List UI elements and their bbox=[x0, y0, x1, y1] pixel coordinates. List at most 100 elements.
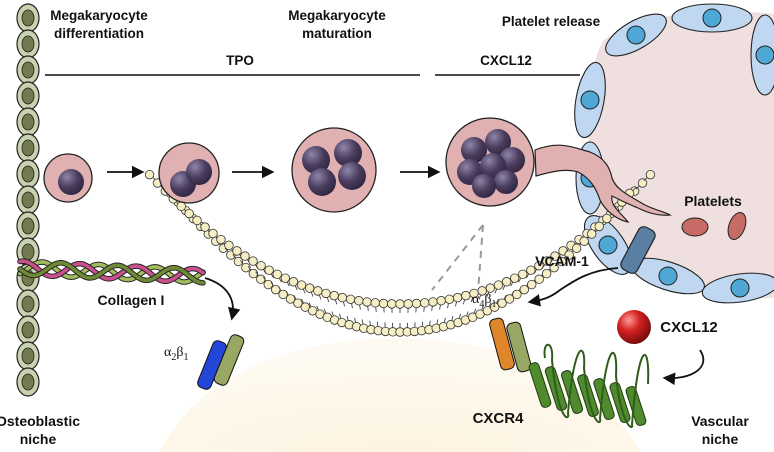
integrin-alpha4-beta1 bbox=[489, 317, 532, 373]
lipid-head bbox=[241, 262, 251, 273]
osteoblast-cell bbox=[16, 133, 40, 163]
lipid-head bbox=[345, 294, 356, 304]
lipid-head bbox=[637, 178, 648, 188]
lipid-head bbox=[420, 298, 430, 308]
lipid-head bbox=[526, 265, 536, 275]
lipid-head bbox=[564, 250, 574, 260]
lipid-head bbox=[329, 290, 339, 301]
megakaryocyte-stage-1 bbox=[43, 153, 93, 203]
lipid-head bbox=[587, 229, 597, 239]
collagen-arrow bbox=[204, 277, 241, 321]
cxcl12-arrow bbox=[662, 349, 705, 386]
lipid-head bbox=[200, 222, 210, 232]
osteoblast-nucleus bbox=[21, 61, 35, 79]
lipid-head bbox=[594, 221, 604, 232]
zoom-lines bbox=[431, 224, 484, 293]
osteoblast-column bbox=[16, 3, 40, 397]
stage-differentiation-line1: Megakaryocyte bbox=[50, 8, 148, 23]
lipid-head bbox=[509, 273, 520, 283]
osteoblast-cell bbox=[16, 185, 40, 215]
integrin-a2b1-label: α2β1 bbox=[164, 345, 188, 363]
lipid-head bbox=[313, 286, 323, 296]
osteoblast-nucleus bbox=[21, 217, 35, 235]
endothelial-nucleus bbox=[730, 278, 750, 298]
proplatelet-extension bbox=[534, 144, 672, 223]
megakaryocyte-stage-2 bbox=[158, 142, 220, 204]
lipid-head bbox=[337, 292, 348, 303]
osteoblast-cell bbox=[16, 3, 40, 33]
lipid-head bbox=[272, 269, 282, 280]
vcam-1-protein bbox=[620, 226, 656, 274]
collagen-strand bbox=[18, 260, 205, 285]
lipid-head bbox=[264, 265, 274, 275]
vascular-niche-line1: Vascular bbox=[691, 413, 749, 429]
lipid-head bbox=[534, 261, 544, 271]
stage-differentiation-line2: differentiation bbox=[54, 26, 144, 41]
osteoblast-cell bbox=[16, 159, 40, 189]
lipid-head bbox=[482, 306, 493, 316]
osteoblast-nucleus bbox=[21, 321, 35, 339]
lipid-head bbox=[403, 299, 413, 309]
endothelial-nucleus bbox=[626, 25, 646, 45]
lipid-head bbox=[497, 298, 507, 308]
osteoblast-nucleus bbox=[21, 347, 35, 365]
vcam-arrow bbox=[527, 267, 619, 307]
cxcr4-helix bbox=[560, 370, 584, 414]
lipid-head bbox=[411, 298, 422, 309]
lipid-head bbox=[490, 302, 500, 312]
integrin-alpha2-beta1 bbox=[197, 334, 245, 390]
cxcr4-label: CXCR4 bbox=[473, 410, 525, 427]
lipid-head bbox=[288, 277, 299, 287]
osteoblast-cell bbox=[16, 81, 40, 111]
lipid-head bbox=[280, 273, 291, 283]
lipid-head bbox=[300, 302, 310, 312]
osteoblast-nucleus bbox=[21, 191, 35, 209]
lipid-head bbox=[602, 213, 612, 224]
endothelial-cell bbox=[671, 3, 753, 33]
cxcl12-ligand-label: CXCL12 bbox=[660, 319, 718, 336]
lipid-head bbox=[248, 256, 258, 266]
lipid-head bbox=[321, 288, 331, 299]
lipid-head bbox=[378, 298, 389, 309]
lipid-head bbox=[184, 208, 194, 219]
lipid-head bbox=[144, 169, 155, 180]
vascular-niche-line2: niche bbox=[702, 431, 739, 447]
integrin-a4b1-label: α4β1 bbox=[472, 292, 496, 310]
endothelial-nucleus bbox=[658, 266, 678, 286]
lipid-head bbox=[579, 236, 589, 246]
lipid-head bbox=[263, 279, 273, 290]
osteoblast-cell bbox=[16, 367, 40, 397]
endothelial-cell bbox=[574, 61, 606, 139]
osteoblast-cell bbox=[16, 29, 40, 59]
collagen-strand bbox=[18, 259, 205, 283]
lipid-head bbox=[493, 280, 504, 290]
platelet-2 bbox=[727, 212, 747, 240]
endothelial-nucleus bbox=[702, 8, 722, 28]
platelets-label: Platelets bbox=[684, 193, 742, 209]
cxcr4-helix bbox=[625, 385, 647, 427]
lipid-head bbox=[232, 246, 242, 256]
cxcl12-ligand bbox=[617, 310, 651, 344]
lipid-head bbox=[387, 299, 397, 309]
endothelial-cell bbox=[605, 13, 667, 57]
lipid-head bbox=[278, 289, 288, 300]
lipid-head bbox=[571, 243, 582, 253]
osteoblast-nucleus bbox=[21, 243, 35, 261]
osteoblast-nucleus bbox=[21, 9, 35, 27]
cxcr4-receptor bbox=[528, 343, 650, 429]
endothelial-cell bbox=[750, 14, 774, 96]
osteoblast-nucleus bbox=[21, 139, 35, 157]
platelet-1 bbox=[681, 217, 709, 237]
lipid-head bbox=[485, 283, 496, 293]
lipid-head bbox=[518, 269, 528, 280]
endothelial-nucleus bbox=[598, 235, 618, 255]
osteoblastic-niche-line1: Osteoblastic bbox=[0, 413, 80, 429]
lipid-head bbox=[256, 261, 266, 271]
lipid-head bbox=[224, 240, 234, 251]
osteoblast-nucleus bbox=[21, 373, 35, 391]
lipid-head bbox=[645, 169, 656, 180]
lipid-head bbox=[285, 294, 296, 304]
osteoblast-cell bbox=[16, 341, 40, 371]
lipid-head bbox=[192, 215, 202, 226]
